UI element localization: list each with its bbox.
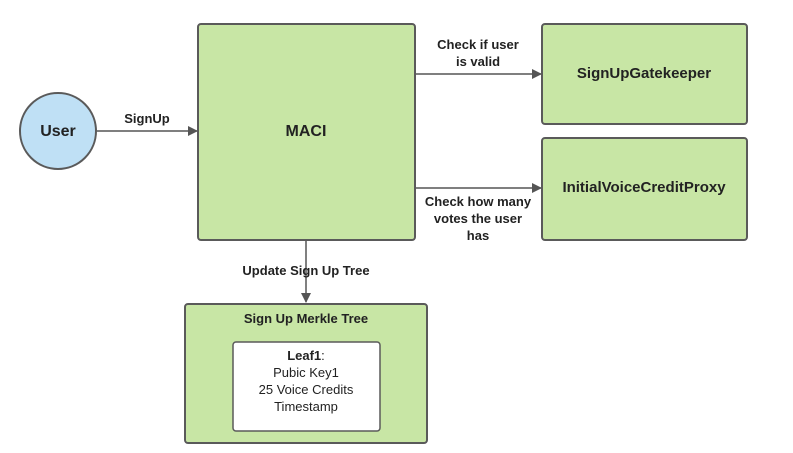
leaf-line-voice-credits: 25 Voice Credits [259,382,354,397]
edge-label-check-valid-line-1: Check if user [437,37,519,52]
gatekeeper-node-label: SignUpGatekeeper [577,65,711,82]
leaf-line-public-key: Pubic Key1 [273,365,339,380]
voice-proxy-node [541,137,748,241]
maci-node [197,23,416,241]
user-node [19,92,97,170]
leaf-line-timestamp: Timestamp [274,399,338,414]
leaf-box [232,341,381,432]
leaf-title-name: Leaf1 [287,348,321,363]
gatekeeper-node [541,23,748,125]
edge-label-signup: SignUp [124,111,170,126]
merkle-tree-node-label: Sign Up Merkle Tree [244,311,368,326]
leaf-title-colon: : [321,348,325,363]
edge-label-check-votes-line-2: votes the user [434,211,522,226]
edge-label-check-valid-line-2: is valid [456,54,500,69]
user-node-label: User [40,123,76,140]
edge-label-check-votes-line-3: has [467,228,489,243]
voice-proxy-node-label: InitialVoiceCreditProxy [562,179,726,196]
maci-node-label: MACI [286,123,327,140]
edge-label-update-tree: Update Sign Up Tree [242,263,369,278]
leaf-title: Leaf1: [287,348,325,363]
edge-label-check-votes-line-1: Check how many [425,194,532,209]
